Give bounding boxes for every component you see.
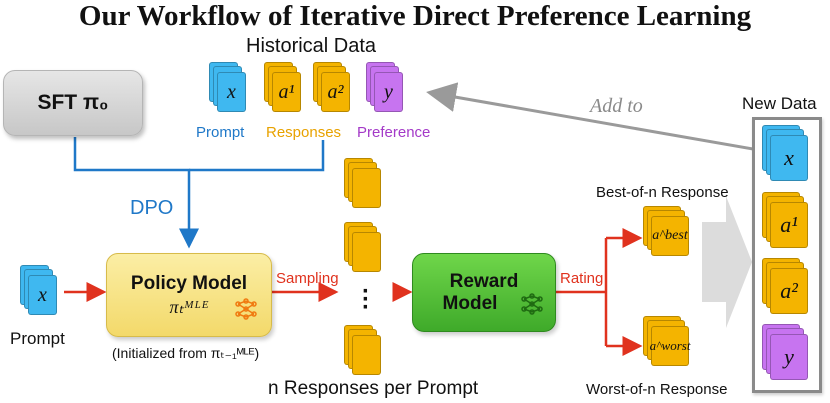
new-data-heading: New Data — [742, 94, 817, 113]
historical-response1-tile: a¹ — [272, 72, 301, 112]
sft-model-box: SFT π₀ — [3, 70, 143, 136]
historical-response1-stack: a¹ — [264, 62, 304, 117]
worst-caption: Worst-of-n Response — [586, 381, 728, 398]
rating-label: Rating — [560, 270, 604, 287]
add-to-arrow — [426, 82, 771, 154]
dpo-connector — [73, 137, 199, 249]
prompt-input-tile: x — [28, 275, 57, 315]
historical-prompt-tile: x — [217, 72, 246, 112]
diagram-title: Our Workflow of Iterative Direct Prefere… — [78, 0, 752, 32]
worst-response-stack: a^worst — [643, 316, 693, 374]
reward-model-title-line2: Model — [442, 292, 498, 314]
new-preference-tile: y — [770, 334, 808, 380]
responses-caption: n Responses per Prompt — [268, 378, 479, 399]
historical-preference-stack: y — [366, 62, 406, 117]
new-prompt-stack: x — [762, 125, 808, 185]
new-response1-stack: a¹ — [762, 192, 808, 252]
historical-prompt-caption: Prompt — [196, 124, 245, 141]
reward-model-box: Reward Model — [412, 253, 556, 332]
response-stack-1 — [344, 158, 384, 213]
add-to-label: Add to — [590, 95, 643, 117]
historical-prompt-stack: x — [209, 62, 249, 117]
historical-response2-tile: a² — [321, 72, 350, 112]
policy-model-box: Policy Model πₜᴹᴸᴱ — [106, 253, 272, 337]
sft-model-label: SFT π₀ — [37, 91, 109, 114]
new-preference-stack: y — [762, 324, 808, 384]
collect-arrow — [702, 196, 752, 328]
new-response2-tile: a² — [770, 268, 808, 314]
historical-response2-stack: a² — [313, 62, 353, 117]
best-response-stack: a^best — [643, 206, 693, 264]
best-caption: Best-of-n Response — [596, 184, 729, 201]
response-stack-2 — [344, 222, 384, 277]
best-response-tile: a^best — [651, 216, 689, 256]
neural-network-icon — [235, 298, 257, 320]
policy-model-note: (Initialized from πₜ₋₁ᴹᴸᴱ) — [112, 345, 260, 361]
worst-response-tile: a^worst — [650, 326, 690, 366]
response-stack-3 — [344, 325, 384, 380]
policy-model-symbol: πₜᴹᴸᴱ — [169, 296, 209, 317]
rating-branch — [556, 238, 608, 346]
reward-model-title-line1: Reward — [449, 270, 519, 292]
responses-connector — [189, 140, 325, 172]
new-response2-stack: a² — [762, 258, 808, 318]
sampling-label: Sampling — [276, 270, 339, 287]
new-response1-tile: a¹ — [770, 202, 808, 248]
dpo-label: DPO — [130, 197, 174, 219]
historical-preference-tile: y — [374, 72, 403, 112]
historical-data-heading: Historical Data — [246, 35, 377, 57]
new-prompt-tile: x — [770, 135, 808, 181]
prompt-input-stack: x — [20, 265, 60, 320]
reward-network-icon — [521, 293, 543, 315]
ellipsis-icon: ··· — [362, 278, 370, 321]
historical-preference-caption: Preference — [357, 124, 431, 141]
prompt-input-caption: Prompt — [10, 329, 65, 348]
policy-model-title: Policy Model — [130, 272, 248, 294]
historical-responses-caption: Responses — [266, 124, 342, 141]
